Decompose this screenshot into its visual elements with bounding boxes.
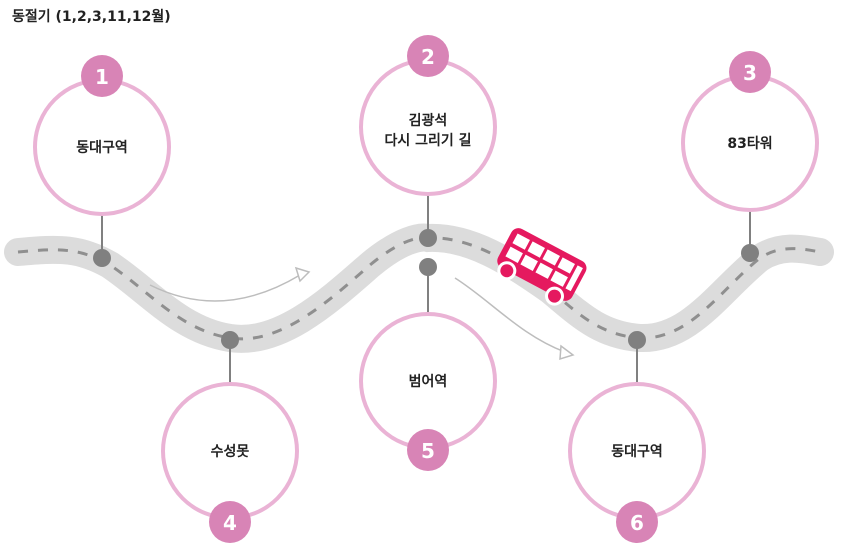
stop-number: 6 [630,511,644,535]
stop-name: 동대구역 [611,443,663,460]
stop-number: 1 [95,65,109,89]
stop-number-badge [407,429,449,471]
route-node [419,258,437,276]
stop-name: 다시 그리기 길 [384,133,471,149]
stop-4[interactable]: 수성못 4 [161,382,299,543]
stop-number-badge [729,51,771,93]
stop-1[interactable]: 동대구역 1 [33,55,171,216]
route-node [93,249,111,267]
stop-number: 2 [421,45,435,69]
stop-name: 동대구역 [76,139,128,156]
page-title: 동절기 (1,2,3,11,12월) [12,9,171,25]
bus-icon [497,228,587,306]
stop-number: 3 [743,61,757,85]
route-node [419,229,437,247]
direction-arrow [454,277,566,353]
stop-number-badge [81,55,123,97]
stop-number: 5 [421,439,435,463]
arrow-head-icon [559,344,575,361]
stop-number: 4 [223,511,237,535]
stop-number-badge [209,501,251,543]
stop-number-badge [616,501,658,543]
stop-name: 범어역 [409,373,448,390]
route-node [741,244,759,262]
stop-name: 83타워 [727,136,772,152]
direction-arrow [149,274,301,302]
stop-name: 김광석 [409,112,448,129]
stop-3[interactable]: 83타워 3 [681,51,819,212]
stop-name: 수성못 [211,444,250,460]
stop-2[interactable]: 김광석 다시 그리기 길 2 [359,35,497,196]
arrow-head-icon [294,266,311,283]
stop-6[interactable]: 동대구역 6 [568,382,706,543]
stop-5[interactable]: 범어역 5 [359,312,497,471]
stop-number-badge [407,35,449,77]
route-node [221,331,239,349]
route-node [628,331,646,349]
